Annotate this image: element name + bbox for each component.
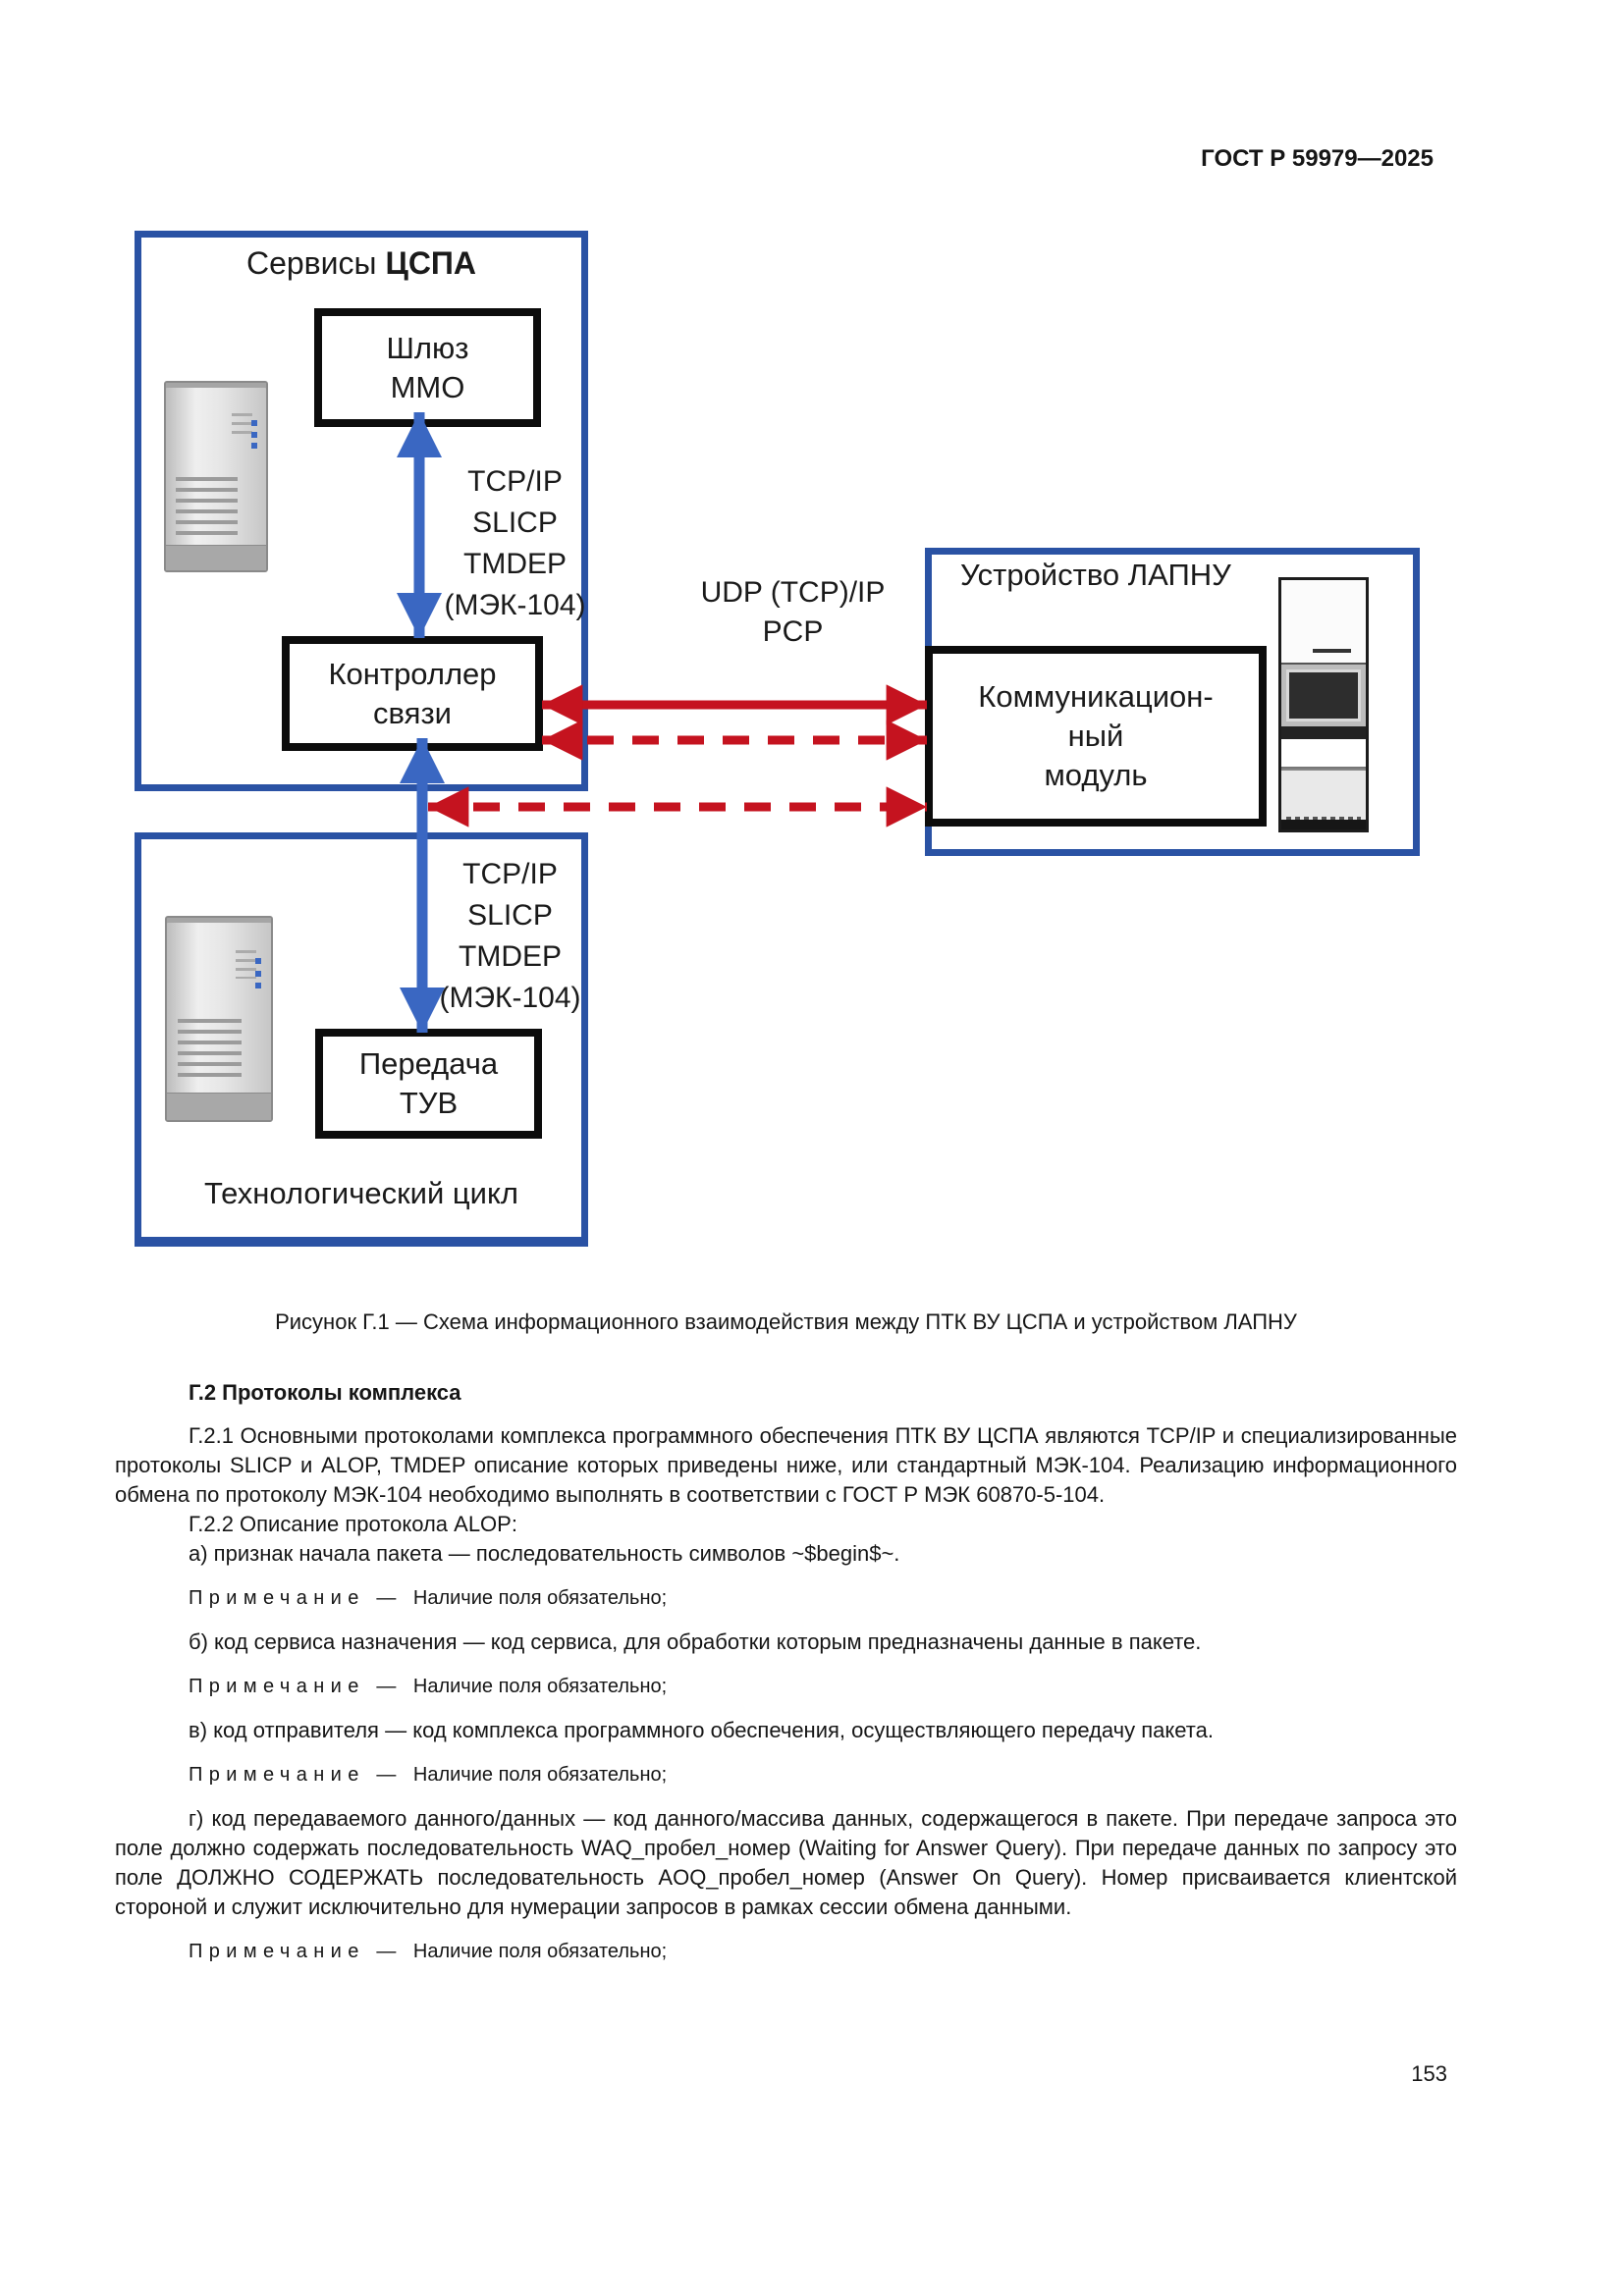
note-label: Примечание xyxy=(189,1764,365,1786)
udp-label-line1: UDP (TCP)/IP xyxy=(700,576,886,609)
controller-line2: связи xyxy=(373,695,452,730)
gateway-line1: Шлюз xyxy=(386,330,469,365)
note-label: Примечание xyxy=(189,1676,365,1697)
transfer-line2: ТУВ xyxy=(399,1086,459,1120)
note-text: Наличие поля обязательно; xyxy=(412,1676,668,1697)
note-text: Наличие поля обязательно; xyxy=(412,1941,668,1962)
page-number: 153 xyxy=(1411,2061,1447,2086)
protocol-stack-label-bottom: TCP/IP SLICP TMDEP (МЭК-104) xyxy=(419,854,601,1019)
list-item-a: а) признак начала пакета — последователь… xyxy=(189,1541,900,1566)
rack-top-panel xyxy=(1281,580,1366,665)
section-heading-g2: Г.2 Протоколы комплекса xyxy=(189,1380,461,1405)
server-led-icon xyxy=(255,970,262,977)
protocol-bottom-line1: TCP/IP xyxy=(462,858,558,890)
server-base xyxy=(166,545,266,570)
rack-screen xyxy=(1281,664,1366,727)
list-item-g: г) код передаваемого данного/данных — ко… xyxy=(115,1806,1457,1919)
udp-protocol-label: UDP (TCP)/IP PCP xyxy=(668,573,918,652)
note-dash: — xyxy=(376,1587,397,1609)
list-item-v: в) код отправителя — код комплекса прогр… xyxy=(189,1718,1214,1742)
note-paragraph: Примечание — Наличие поля обязательно; xyxy=(115,1585,1457,1611)
server-led-icon xyxy=(250,443,257,450)
udp-label-line2: PCP xyxy=(762,615,824,648)
controller-line1: Контроллер xyxy=(328,656,497,691)
server-led-icon xyxy=(250,420,257,427)
equipment-rack-icon xyxy=(1278,577,1369,832)
lapnu-device-title: Устройство ЛАПНУ xyxy=(960,558,1231,592)
document-header: ГОСТ Р 59979—2025 xyxy=(1201,145,1434,172)
note-dash: — xyxy=(376,1764,397,1786)
server-vents xyxy=(232,412,252,440)
server-tower-icon xyxy=(164,381,268,572)
paragraph-g21: Г.2.1 Основными протоколами комплекса пр… xyxy=(115,1423,1457,1507)
protocol-top-line3: TMDEP xyxy=(463,548,567,580)
protocol-top-line1: TCP/IP xyxy=(467,465,563,498)
protocol-top-line4: (МЭК-104) xyxy=(444,589,586,621)
note-dash: — xyxy=(376,1676,397,1697)
gateway-line2: ММО xyxy=(390,369,465,404)
server-base xyxy=(167,1093,271,1120)
rack-mid-panel xyxy=(1281,739,1366,769)
list-item-b: б) код сервиса назначения — код сервиса,… xyxy=(189,1629,1202,1654)
figure-caption: Рисунок Г.1 — Схема информационного взаи… xyxy=(275,1309,1297,1334)
server-led-icon xyxy=(255,958,262,965)
body-text: Г.2 Протоколы комплекса Г.2.1 Основными … xyxy=(115,1378,1457,1981)
comm-line3: модуль xyxy=(1044,758,1148,792)
note-text: Наличие поля обязательно; xyxy=(412,1587,668,1609)
rack-bottom-panel xyxy=(1281,768,1366,830)
protocol-bottom-line4: (МЭК-104) xyxy=(439,982,581,1014)
server-vents xyxy=(235,949,257,979)
protocol-bottom-line2: SLICP xyxy=(467,899,553,932)
communication-controller-box: Контроллер связи xyxy=(282,636,543,751)
paragraph-g22: Г.2.2 Описание протокола ALOP: xyxy=(189,1512,517,1536)
transfer-line1: Передача xyxy=(358,1046,499,1081)
note-label: Примечание xyxy=(189,1587,365,1609)
protocol-stack-label-top: TCP/IP SLICP TMDEP (МЭК-104) xyxy=(424,461,606,626)
note-dash: — xyxy=(376,1941,397,1962)
server-led-icon xyxy=(255,982,262,988)
server-tower-icon xyxy=(165,916,273,1122)
comm-line2: ный xyxy=(1067,719,1124,753)
figure-g1-diagram: Сервисы ЦСПА Технологический цикл Устрой… xyxy=(135,231,1420,1247)
rack-strip xyxy=(1281,726,1366,739)
technology-cycle-title: Технологический цикл xyxy=(203,1176,518,1210)
rack-crt xyxy=(1286,668,1361,722)
server-stripes xyxy=(176,476,239,537)
tuv-transfer-box: Передача ТУВ xyxy=(315,1029,542,1139)
note-text: Наличие поля обязательно; xyxy=(412,1764,668,1786)
protocol-bottom-line3: TMDEP xyxy=(459,940,562,973)
cspa-title-prefix: Сервисы xyxy=(245,245,386,281)
communication-module-box: Коммуникацион- ный модуль xyxy=(925,646,1267,827)
note-label: Примечание xyxy=(189,1941,365,1962)
note-paragraph: Примечание — Наличие поля обязательно; xyxy=(115,1762,1457,1788)
note-paragraph: Примечание — Наличие поля обязательно; xyxy=(115,1939,1457,1964)
server-led-icon xyxy=(250,431,257,438)
protocol-top-line2: SLICP xyxy=(472,507,558,539)
note-paragraph: Примечание — Наличие поля обязательно; xyxy=(115,1674,1457,1699)
arrow-layer xyxy=(396,412,927,1033)
cspa-title-bold: ЦСПА xyxy=(385,245,477,281)
server-stripes xyxy=(177,1019,243,1084)
cspa-services-title: Сервисы ЦСПА xyxy=(135,245,588,282)
comm-line1: Коммуникацион- xyxy=(978,679,1214,714)
